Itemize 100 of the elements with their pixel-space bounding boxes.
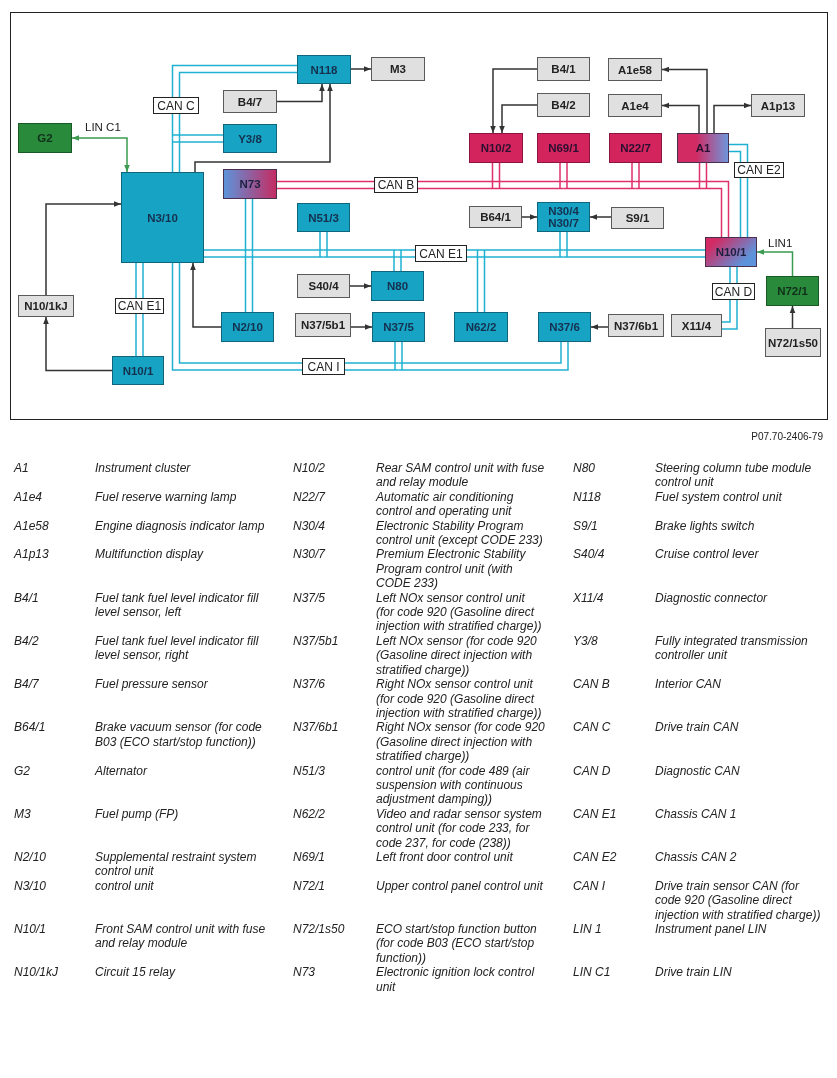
component-code: N72/1 (293, 878, 327, 895)
bus-line (495, 180, 565, 190)
component-description: Rear SAM control unit with fuse and relay module (376, 461, 546, 490)
bus-line (702, 180, 730, 238)
arrow (350, 66, 372, 72)
component-description: Alternator (95, 763, 149, 780)
component-description: Instrument cluster (95, 461, 192, 477)
edge-label: LIN C1 (84, 121, 122, 133)
bus-line (393, 249, 402, 272)
component-description: Fuel system control unit (655, 489, 783, 506)
arrow (71, 135, 130, 173)
bus-line (276, 180, 375, 190)
bus-line (476, 249, 486, 313)
bus-label: CAN I (302, 358, 345, 375)
component-description: Fully integrated transmission controller unit (655, 633, 809, 665)
bus-line (729, 266, 738, 284)
component-code: M3 (14, 806, 32, 823)
bus-line (171, 134, 224, 143)
component-description: Diagnostic CAN (655, 763, 741, 780)
component-box: A1e4 (608, 94, 662, 117)
module-box: N10/1 (112, 356, 164, 385)
component-code: A1e58 (14, 518, 50, 535)
module-box: N30/4 N30/7 (537, 202, 590, 232)
bus-line (397, 341, 569, 371)
component-code: N62/2 (293, 806, 327, 823)
component-code: LIN C1 (573, 965, 612, 982)
component-description: Drive train LIN (655, 965, 733, 982)
module-box: N51/3 (297, 203, 350, 232)
component-description: Cruise control lever (655, 547, 760, 564)
component-description: Fuel tank fuel level indicator fill level sensor, left (95, 590, 260, 622)
component-box: A1p13 (751, 94, 805, 117)
component-code: N37/6b1 (293, 720, 340, 737)
component-code: N30/4 (293, 518, 327, 535)
component-box: A1e58 (608, 58, 662, 81)
bus-line (396, 249, 416, 258)
module-box: A1 (677, 133, 729, 163)
component-box: S9/1 (611, 207, 664, 229)
component-description: ECO start/stop function button (for code B03 (ECO start/stop function)) (376, 922, 538, 966)
bus-line (171, 113, 181, 140)
bus-label: CAN E1 (415, 245, 467, 262)
component-description: Engine diagnosis indicator lamp (95, 518, 266, 535)
component-description: Interior CAN (655, 677, 723, 694)
component-box: N10/1kJ (18, 295, 74, 317)
bus-line (135, 262, 144, 299)
bus-line (244, 198, 254, 255)
arrow (490, 68, 538, 134)
component-code: N72/1s50 (293, 922, 346, 938)
bus-line (171, 64, 298, 98)
component-box: B4/2 (537, 93, 590, 117)
bus-line (203, 249, 250, 258)
component-code: N30/7 (293, 547, 327, 564)
module-box: Y3/8 (223, 124, 277, 153)
component-description: Fuel pump (FP) (95, 806, 180, 823)
component-box: B64/1 (469, 206, 522, 228)
component-description: Left front door control unit (376, 849, 514, 866)
module-box: N118 (297, 55, 351, 84)
component-description: Fuel pressure sensor (95, 677, 209, 694)
arrow (190, 262, 222, 328)
component-code: N69/1 (293, 849, 327, 866)
module-box: N2/10 (221, 312, 274, 342)
bus-line (171, 262, 303, 371)
component-description: Fuel reserve warning lamp (95, 489, 238, 506)
component-code: CAN I (573, 878, 606, 895)
component-description: control unit (for code 489 (air suspension with continuous adjustment damping)) (376, 763, 531, 807)
component-description: Brake vacuum sensor (for code B03 (ECO start/stop function)) (95, 720, 263, 751)
component-code: N73 (293, 965, 316, 982)
component-description: Upper control panel control unit (376, 878, 544, 895)
component-code: N118 (573, 489, 602, 506)
bus-line (728, 143, 749, 163)
component-code: A1 (14, 461, 30, 477)
bus-label: CAN C (153, 97, 199, 114)
module-box: N37/5 (372, 312, 425, 342)
component-description: Electronic ignition lock control unit (376, 965, 536, 995)
component-code: CAN B (573, 677, 611, 694)
component-description: Multifunction display (95, 547, 205, 564)
bus-line (319, 231, 328, 258)
component-code: LIN 1 (573, 922, 603, 938)
component-code: N10/1kJ (14, 965, 60, 982)
arrow (661, 66, 708, 134)
component-description: Right NOx sensor (for code 920 (Gasoline direct injection with stratified charge)) (376, 720, 546, 764)
bus-line (171, 137, 181, 173)
component-box: N72/1s50 (765, 328, 821, 357)
component-description: Brake lights switch (655, 518, 756, 535)
arrow (194, 83, 333, 173)
component-box: N37/5b1 (295, 313, 351, 337)
component-code: B64/1 (14, 720, 47, 737)
component-code: S9/1 (573, 518, 599, 535)
component-description: Chassis CAN 2 (655, 849, 738, 866)
component-description: Right NOx sensor control unit (for code 920 (Gasoline direct injection with stratified charge)) (376, 677, 543, 721)
module-box: N22/7 (609, 133, 662, 163)
component-description: Premium Electronic Stability Program control unit (with CODE 233) (376, 547, 527, 591)
component-code: S40/4 (573, 547, 606, 564)
bus-line (739, 177, 749, 238)
bus-line (135, 313, 144, 357)
module-box: N80 (371, 271, 424, 301)
bus-line (480, 249, 565, 258)
component-code: G2 (14, 763, 31, 780)
bus-line (394, 341, 403, 371)
bus-line (248, 249, 325, 258)
component-code: N10/1 (14, 922, 48, 938)
